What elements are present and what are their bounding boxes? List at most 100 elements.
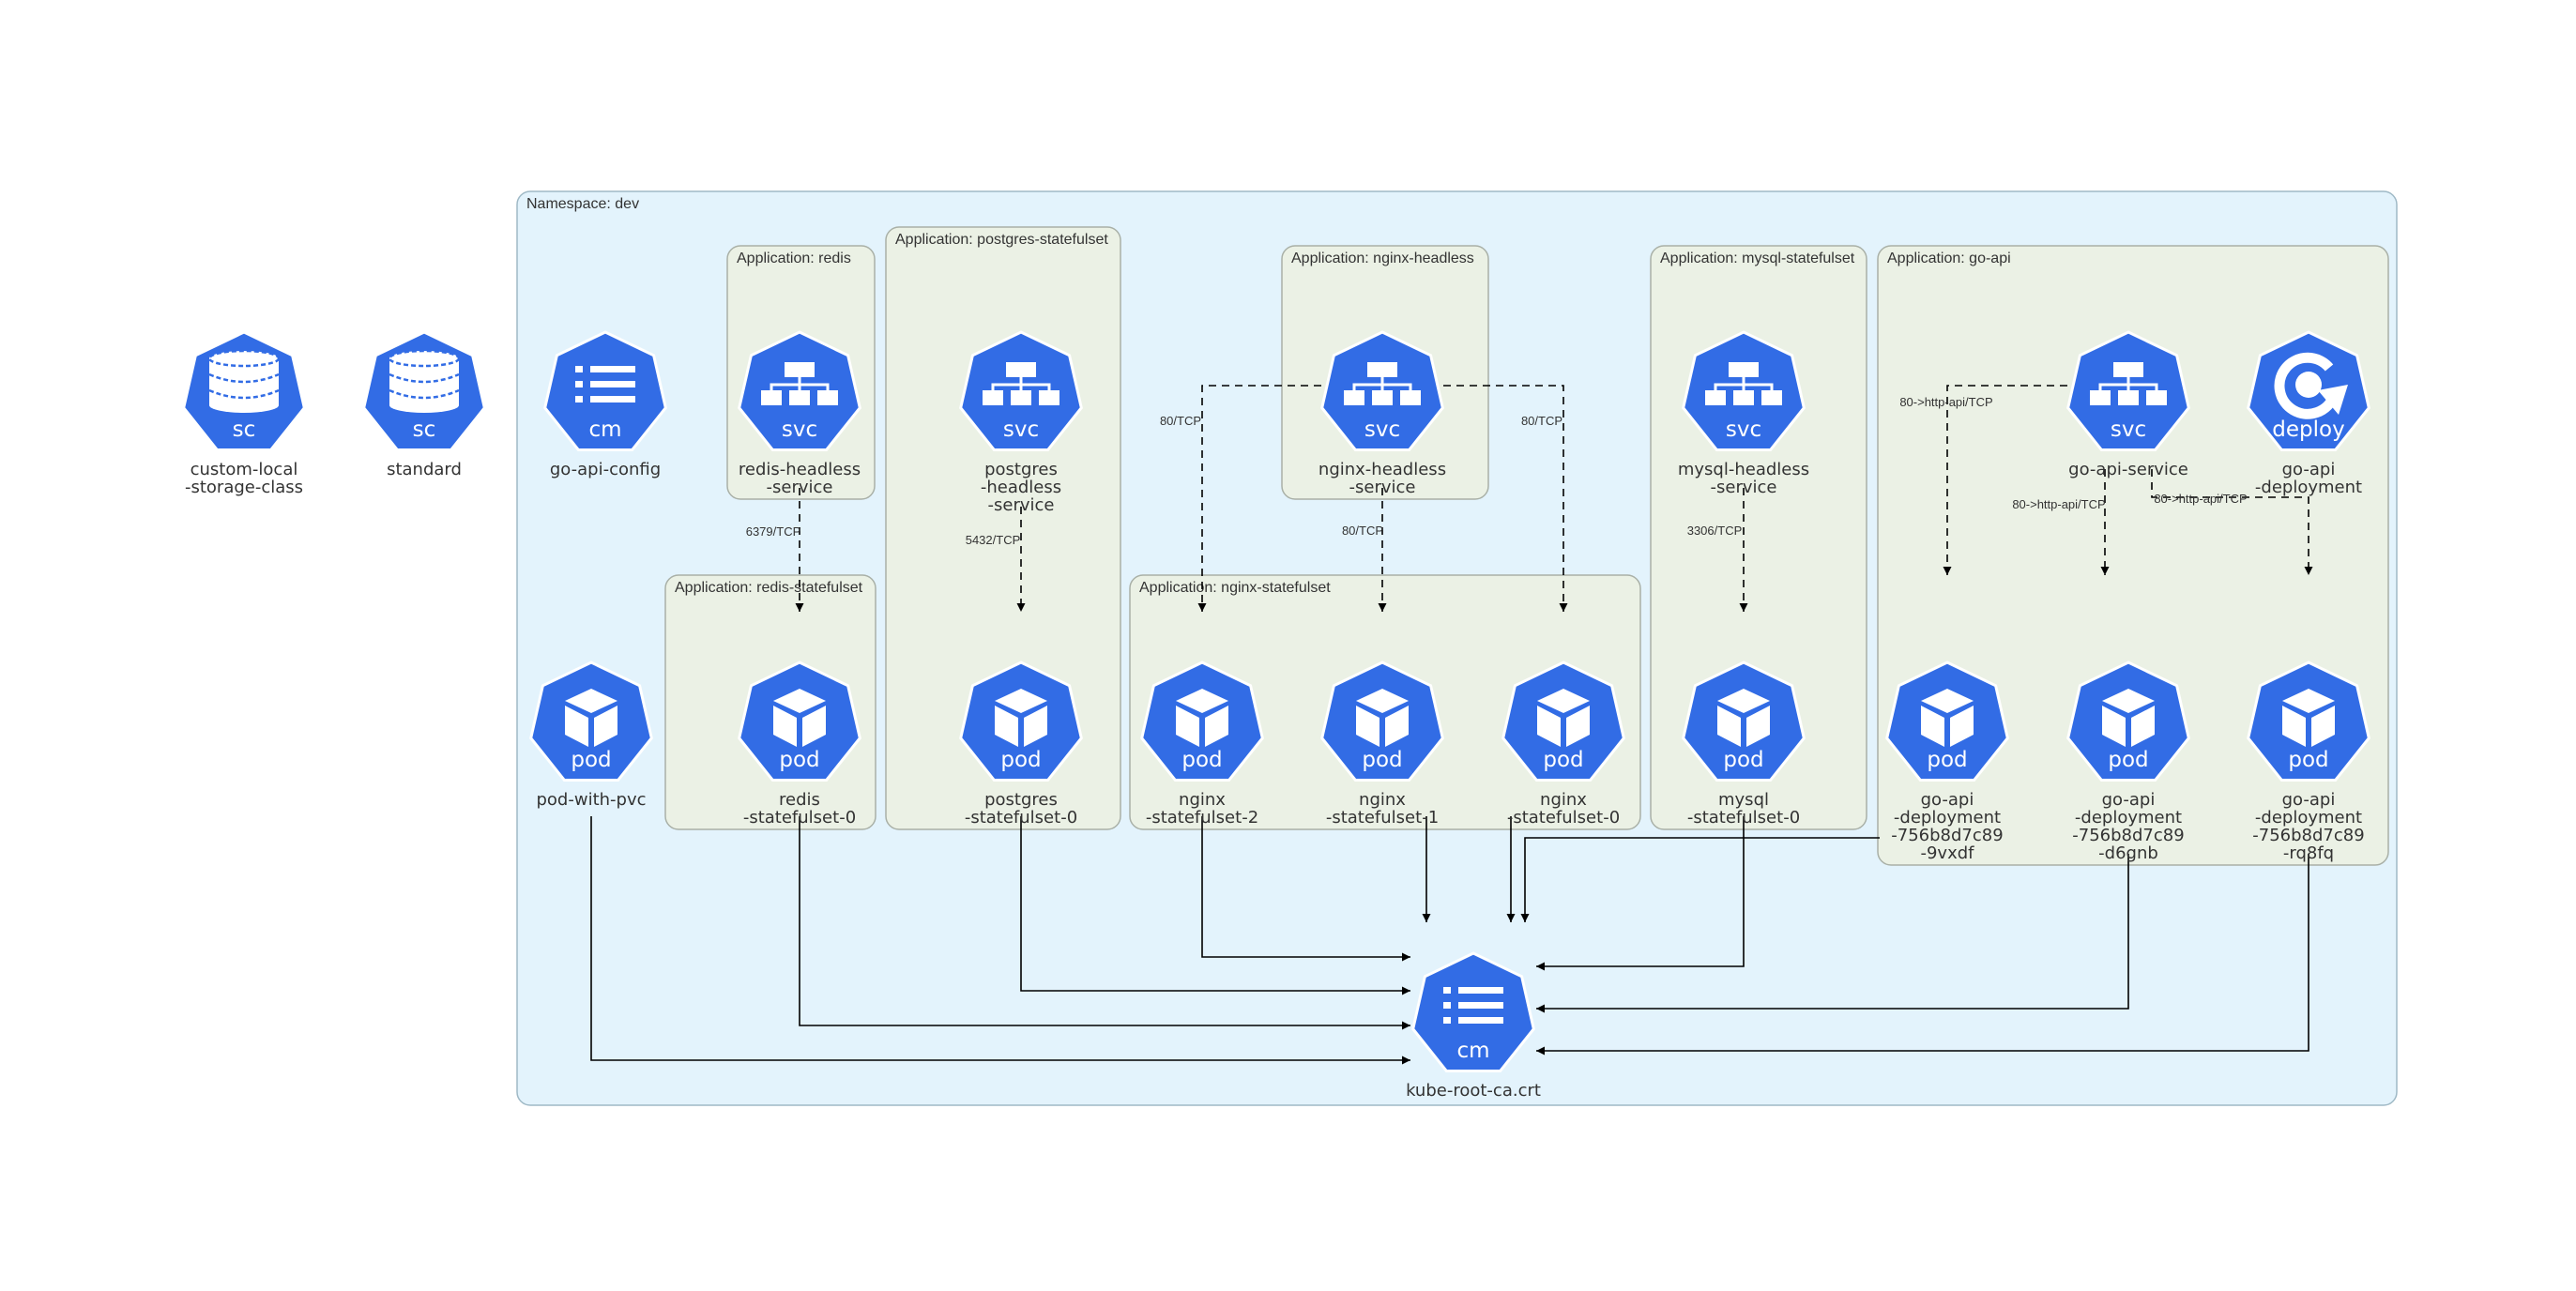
icon-heptagon	[543, 330, 667, 451]
cycle-center	[2295, 372, 2322, 398]
cube-right	[1746, 706, 1770, 747]
node-label: go-api-config	[550, 460, 661, 479]
tree-leaf	[761, 390, 782, 405]
node-label: -statefulset-0	[1507, 808, 1620, 828]
pod-icon: pod	[1320, 661, 1444, 782]
cube-top	[1717, 689, 1770, 713]
node-label: -deployment	[1894, 808, 2001, 828]
cube-right	[1385, 706, 1409, 747]
tree-root	[1006, 362, 1036, 377]
node-label: mysql	[1718, 790, 1769, 810]
node-label: redis-headless	[739, 460, 861, 479]
list-bullet	[1443, 1017, 1451, 1024]
node-label: redis	[779, 790, 820, 810]
edge-pod-with-pvc-to-kube-root-ca	[590, 816, 1410, 1065]
icon-kind-text: sc	[233, 418, 256, 442]
node-label: -deployment	[2255, 808, 2362, 828]
icon-kind-text: cm	[1456, 1039, 1489, 1063]
cube-left	[2102, 706, 2126, 747]
group-label: Application: go-api	[1887, 251, 2011, 266]
list-bullet	[575, 396, 583, 402]
tree-root	[785, 362, 815, 377]
node-label: postgres	[984, 790, 1058, 810]
cube-top	[1356, 689, 1409, 713]
service-icon: svc	[959, 330, 1083, 451]
list-bullet	[1443, 1002, 1451, 1009]
edge-go-api-pod-d6gnb-to-kube-root-ca	[1536, 854, 2129, 1013]
cube-top	[2282, 689, 2335, 713]
pod-icon: pod	[1885, 661, 2009, 782]
edge-label: 6379/TCP	[746, 524, 801, 539]
edge-go-api-service-to-go-api-pod-rq8fq	[2151, 469, 2313, 575]
cube-right	[802, 706, 826, 747]
disk-top	[207, 349, 281, 368]
icon-kind-text: pod	[1181, 748, 1222, 772]
node-label: postgres	[984, 460, 1058, 479]
edge-nginx-sts-2-to-kube-root-ca	[1201, 816, 1410, 962]
group-label: Application: nginx-statefulset	[1139, 580, 1331, 596]
edge-go-api-pod-rq8fq-to-kube-root-ca	[1536, 854, 2309, 1056]
list-line	[1458, 1002, 1503, 1009]
tree-leaf	[1344, 390, 1364, 405]
disk-bottom	[209, 398, 279, 413]
cycle-arc	[2274, 352, 2340, 419]
list-line	[1458, 1017, 1503, 1024]
edge-go-api-pod-9vxdf-to-kube-root-ca	[1520, 837, 1880, 922]
icon-kind-text: pod	[1723, 748, 1763, 772]
tree-leaf	[1705, 390, 1726, 405]
cube-top	[1176, 689, 1228, 713]
node-label: -service	[767, 478, 833, 497]
cube-left	[995, 706, 1018, 747]
service-icon: svc	[2066, 330, 2190, 451]
icon-kind-text: pod	[1000, 748, 1041, 772]
edge-label: 80/TCP	[1521, 414, 1562, 428]
tree-leaf	[1733, 390, 1754, 405]
node-label: -statefulset-1	[1326, 808, 1439, 828]
node-label: -rq8fq	[2283, 843, 2334, 863]
group-label: Application: redis	[737, 251, 851, 266]
tree-root	[2113, 362, 2143, 377]
storage-class-icon: sc	[182, 330, 306, 451]
edge-go-api-service-to-go-api-pod-9vxdf	[1943, 385, 2067, 575]
icon-heptagon	[2247, 661, 2370, 782]
tree-leaf	[2090, 390, 2111, 405]
service-icon: svc	[738, 330, 861, 451]
icon-heptagon	[1320, 661, 1444, 782]
icon-kind-text: pod	[2288, 748, 2328, 772]
cube-top	[1537, 689, 1590, 713]
icon-kind-text: svc	[1003, 418, 1039, 442]
node-label: -deployment	[2075, 808, 2182, 828]
tree-leaf	[1011, 390, 1031, 405]
icon-heptagon	[1140, 661, 1264, 782]
node-redis-headless-svc[interactable]: svc redis-headless-service	[738, 330, 861, 497]
icon-heptagon	[1411, 951, 1535, 1072]
cube-left	[1537, 706, 1561, 747]
group-label: Application: postgres-statefulset	[895, 232, 1108, 248]
node-label: -service	[1711, 478, 1777, 497]
tree-leaf	[1372, 390, 1393, 405]
node-label: go-api	[1921, 790, 1974, 810]
edge-redis-sts-0-to-kube-root-ca	[799, 816, 1410, 1030]
node-go-api-service[interactable]: svc go-api-service	[2066, 330, 2190, 479]
tree-links	[770, 377, 830, 390]
node-label: go-api-service	[2068, 460, 2188, 479]
